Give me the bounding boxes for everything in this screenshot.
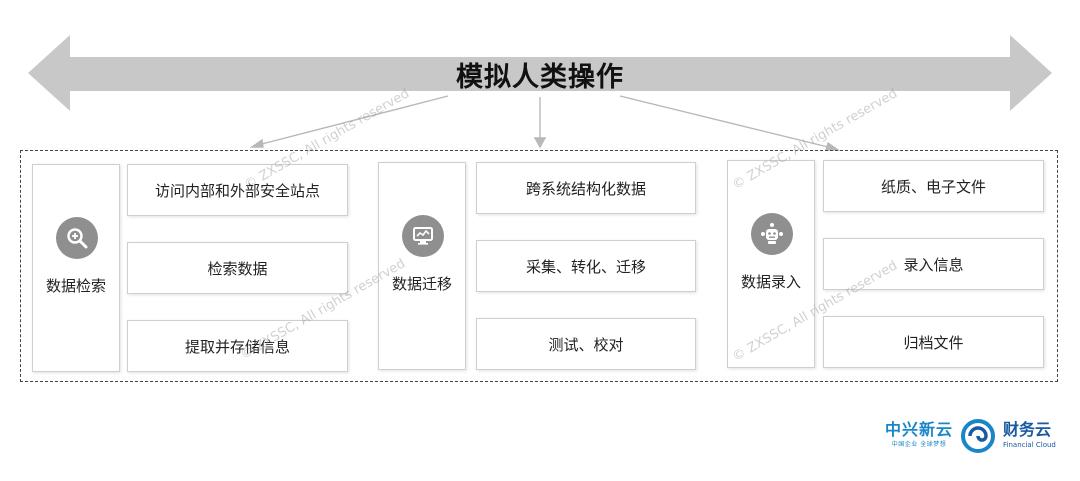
cloud-swirl-icon bbox=[961, 419, 995, 453]
pointer-line-right bbox=[619, 95, 833, 149]
category-label: 数据录入 bbox=[740, 273, 801, 291]
category-label: 数据迁移 bbox=[391, 275, 452, 293]
robot-icon bbox=[751, 213, 793, 255]
item-box: 录入信息 bbox=[823, 238, 1044, 290]
category-card-migration: 数据迁移 bbox=[378, 162, 466, 370]
item-box: 检索数据 bbox=[127, 242, 348, 294]
item-box: 纸质、电子文件 bbox=[823, 160, 1044, 212]
item-box: 访问内部和外部安全站点 bbox=[127, 164, 348, 216]
double-arrow-shape bbox=[28, 35, 1052, 111]
cw-logo-name: 财务云 bbox=[1003, 420, 1052, 439]
item-box: 提取并存储信息 bbox=[127, 320, 348, 372]
page-title: 模拟人类操作 bbox=[456, 62, 624, 93]
pointer-line-left bbox=[257, 95, 449, 146]
category-card-retrieval: 数据检索 bbox=[32, 164, 120, 372]
dashed-container bbox=[20, 150, 1058, 382]
pointer-head-right bbox=[825, 141, 841, 151]
zx-logo: 中兴新云 中国企业 全球梦想 bbox=[884, 420, 954, 450]
cw-logo-slogan: Financial Cloud bbox=[1003, 441, 1056, 449]
category-card-entry: 数据录入 bbox=[727, 160, 815, 368]
double-arrow-banner bbox=[28, 35, 1052, 151]
pointer-head-left bbox=[249, 138, 264, 148]
item-box: 跨系统结构化数据 bbox=[476, 162, 696, 214]
cw-logo: 财务云 Financial Cloud bbox=[1003, 420, 1073, 450]
zx-logo-name: 中兴新云 bbox=[884, 420, 953, 439]
item-box: 采集、转化、迁移 bbox=[476, 240, 696, 292]
item-box: 归档文件 bbox=[823, 316, 1044, 368]
zx-logo-slogan: 中国企业 全球梦想 bbox=[891, 441, 947, 448]
magnifier-icon bbox=[56, 217, 98, 259]
category-label: 数据检索 bbox=[45, 277, 106, 295]
monitor-icon bbox=[402, 215, 444, 257]
pointer-head-middle bbox=[533, 137, 547, 149]
item-box: 测试、校对 bbox=[476, 318, 696, 370]
